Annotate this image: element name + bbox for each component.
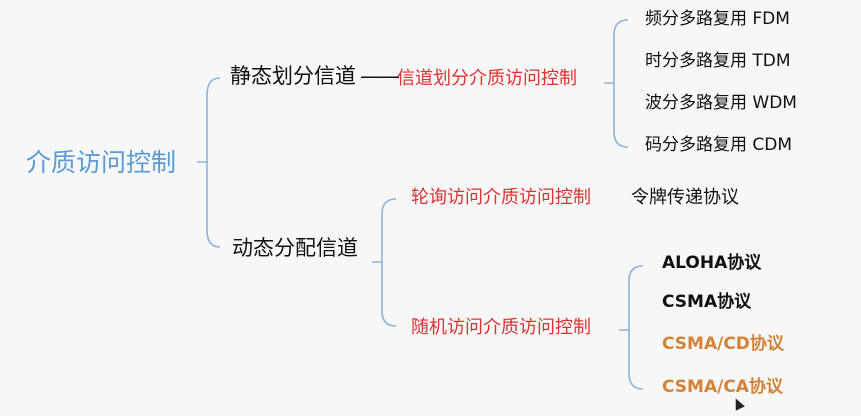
protocol-aloha: ALOHA协议 [662,253,762,273]
static-item-tdm: 时分多路复用 TDM [645,51,791,71]
protocol-csma-cd: CSMA/CD协议 [662,334,784,354]
static-dash: —— [360,64,400,88]
bracket-dynamic [372,198,397,327]
protocol-csma: CSMA协议 [662,292,752,312]
static-category-label: 信道划分介质访问控制 [397,68,577,89]
static-item-wdm: 波分多路复用 WDM [645,93,797,113]
static-channel-label: 静态划分信道 [230,64,356,88]
protocol-csma-ca: CSMA/CA协议 [662,377,783,397]
random-category-label: 随机访问介质访问控制 [411,317,591,338]
static-item-cdm: 码分多路复用 CDM [645,135,793,155]
token-passing-label: 令牌传递协议 [631,187,739,208]
bracket-root [197,77,221,248]
static-item-fdm: 频分多路复用 FDM [645,9,790,29]
bracket-static [604,19,629,148]
bracket-random [619,265,644,390]
dynamic-channel-label: 动态分配信道 [232,236,358,260]
root-label: 介质访问控制 [26,148,177,177]
polling-category-label: 轮询访问介质访问控制 [411,187,591,208]
